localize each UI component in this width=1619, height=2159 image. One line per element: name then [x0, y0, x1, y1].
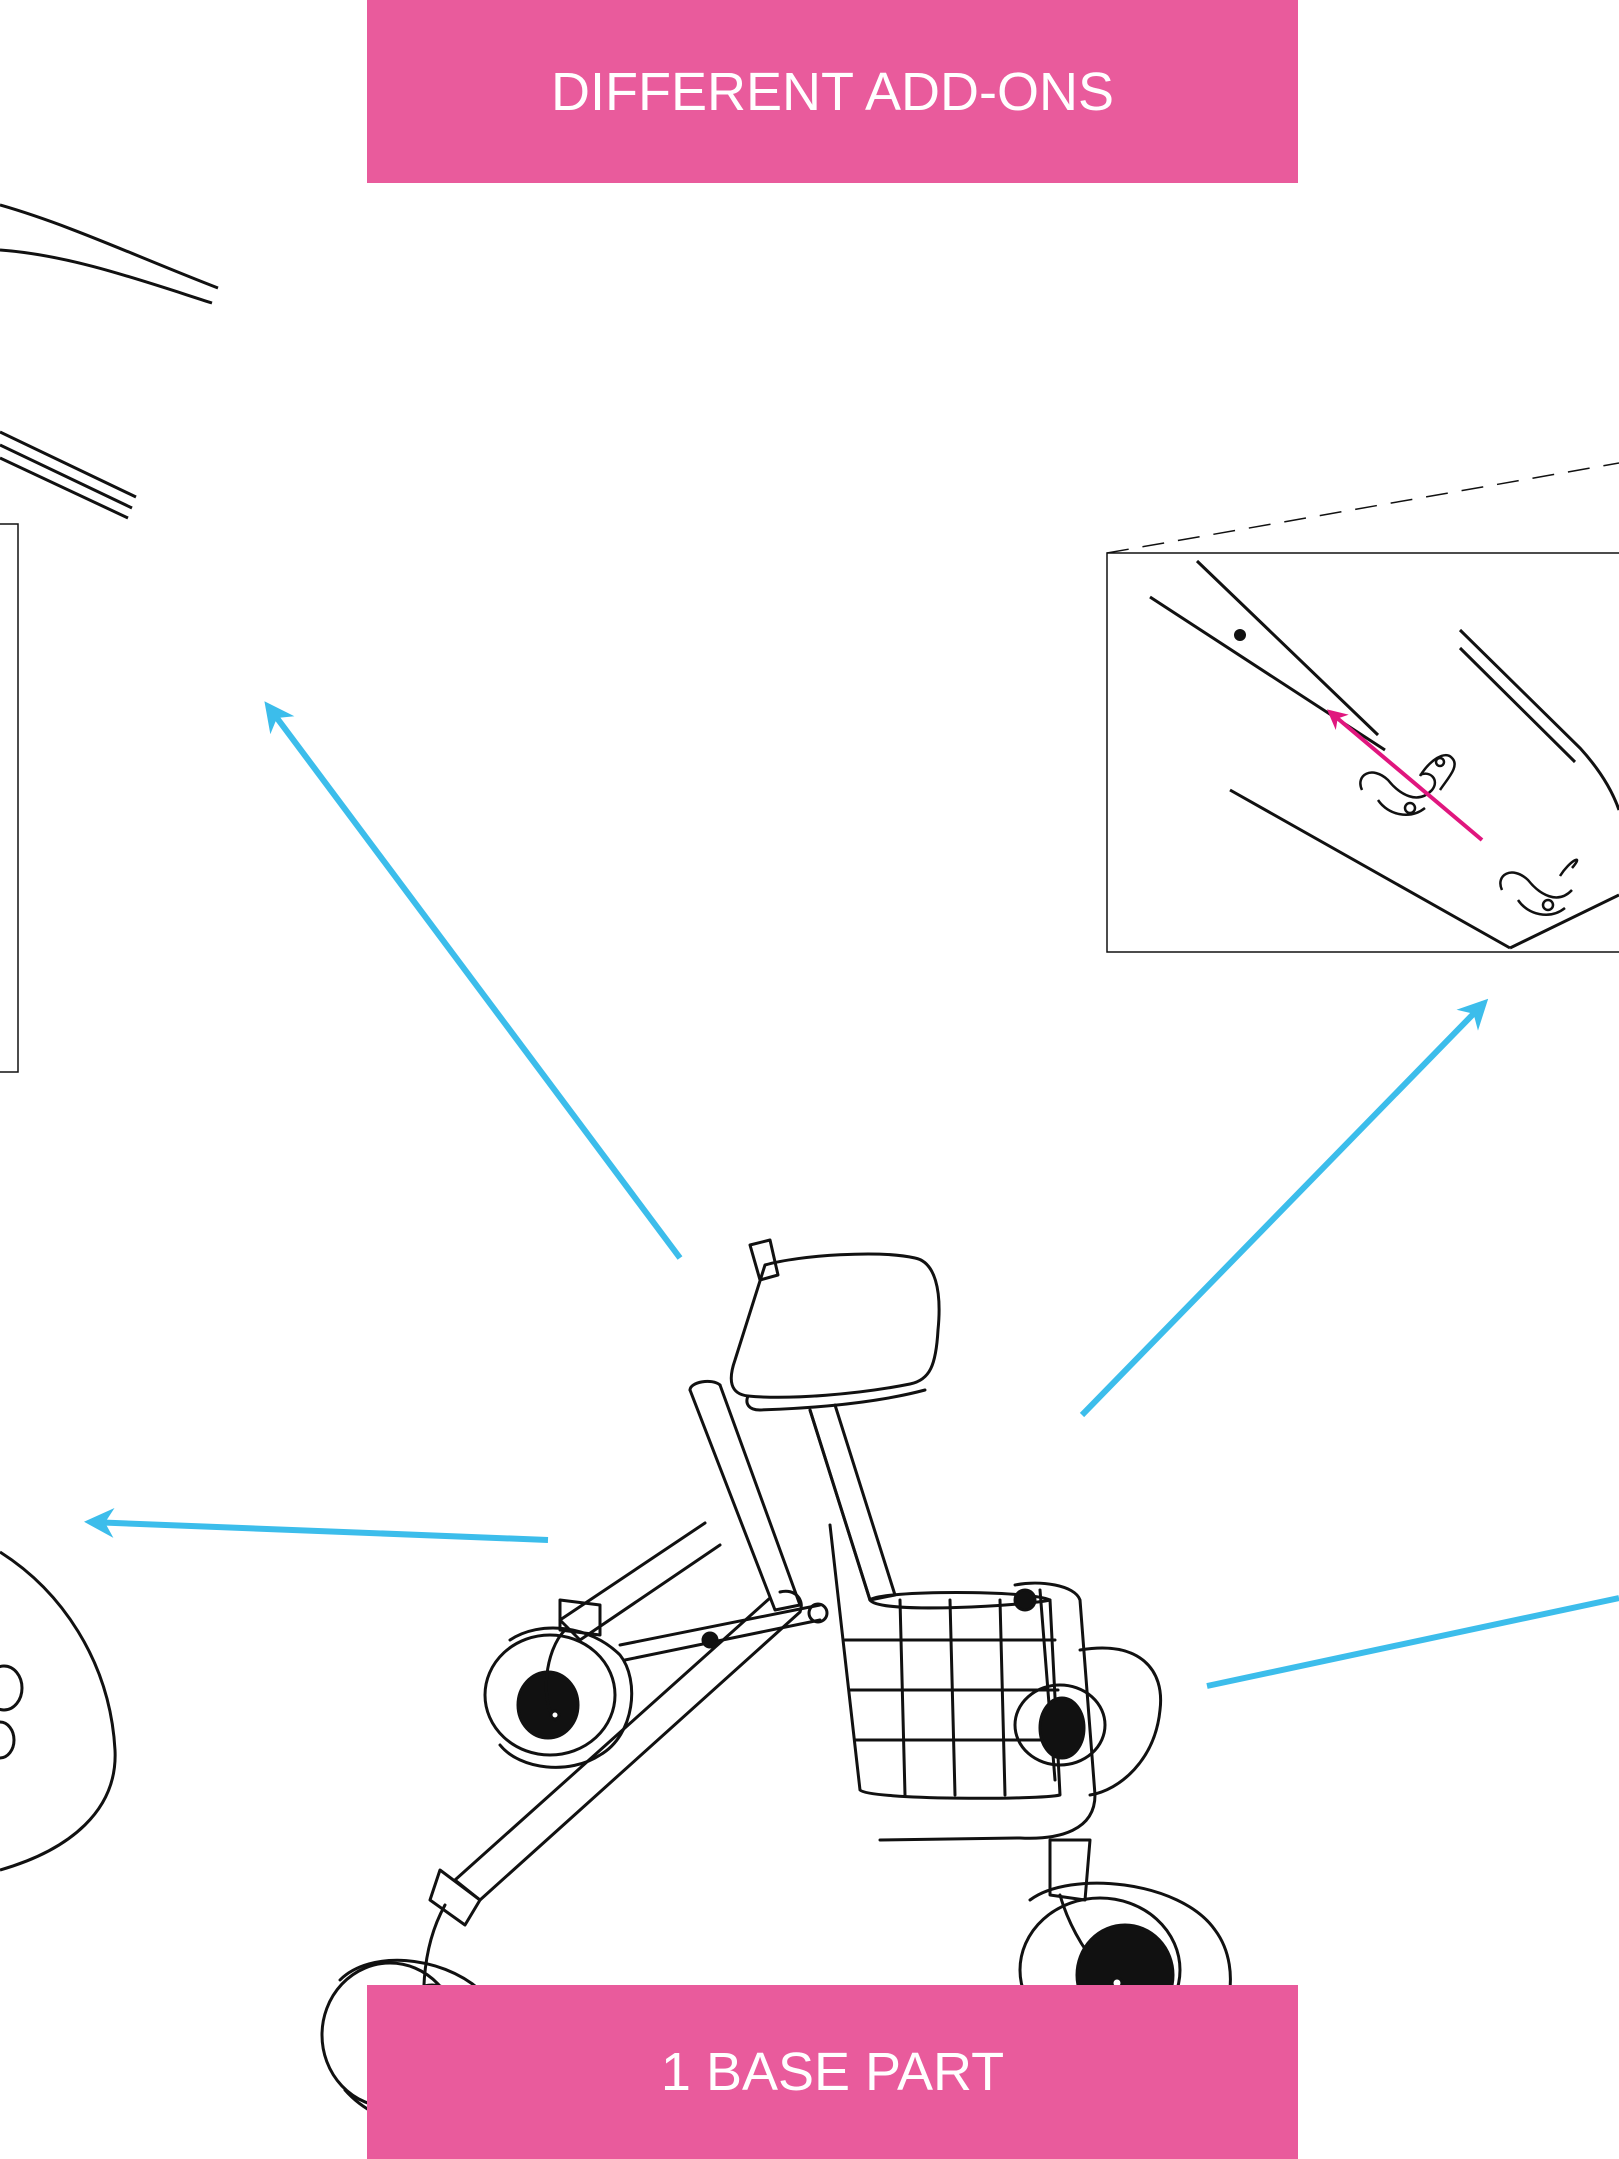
clip-fitting — [1359, 753, 1579, 916]
banner-base-part: 1 BASE PART — [367, 1985, 1298, 2159]
arrow-to-top-right — [1079, 998, 1489, 1418]
arrow-to-right — [1206, 1595, 1619, 1689]
connector-arrows — [84, 701, 1619, 1689]
addon-left — [0, 1550, 117, 1872]
detail-box-top-right — [1106, 462, 1619, 953]
arrow-to-top-left — [264, 701, 683, 1260]
arrow-to-left — [84, 1507, 549, 1543]
addon-top-left — [0, 203, 219, 1073]
banner-different-add-ons: DIFFERENT ADD-ONS — [367, 0, 1298, 183]
